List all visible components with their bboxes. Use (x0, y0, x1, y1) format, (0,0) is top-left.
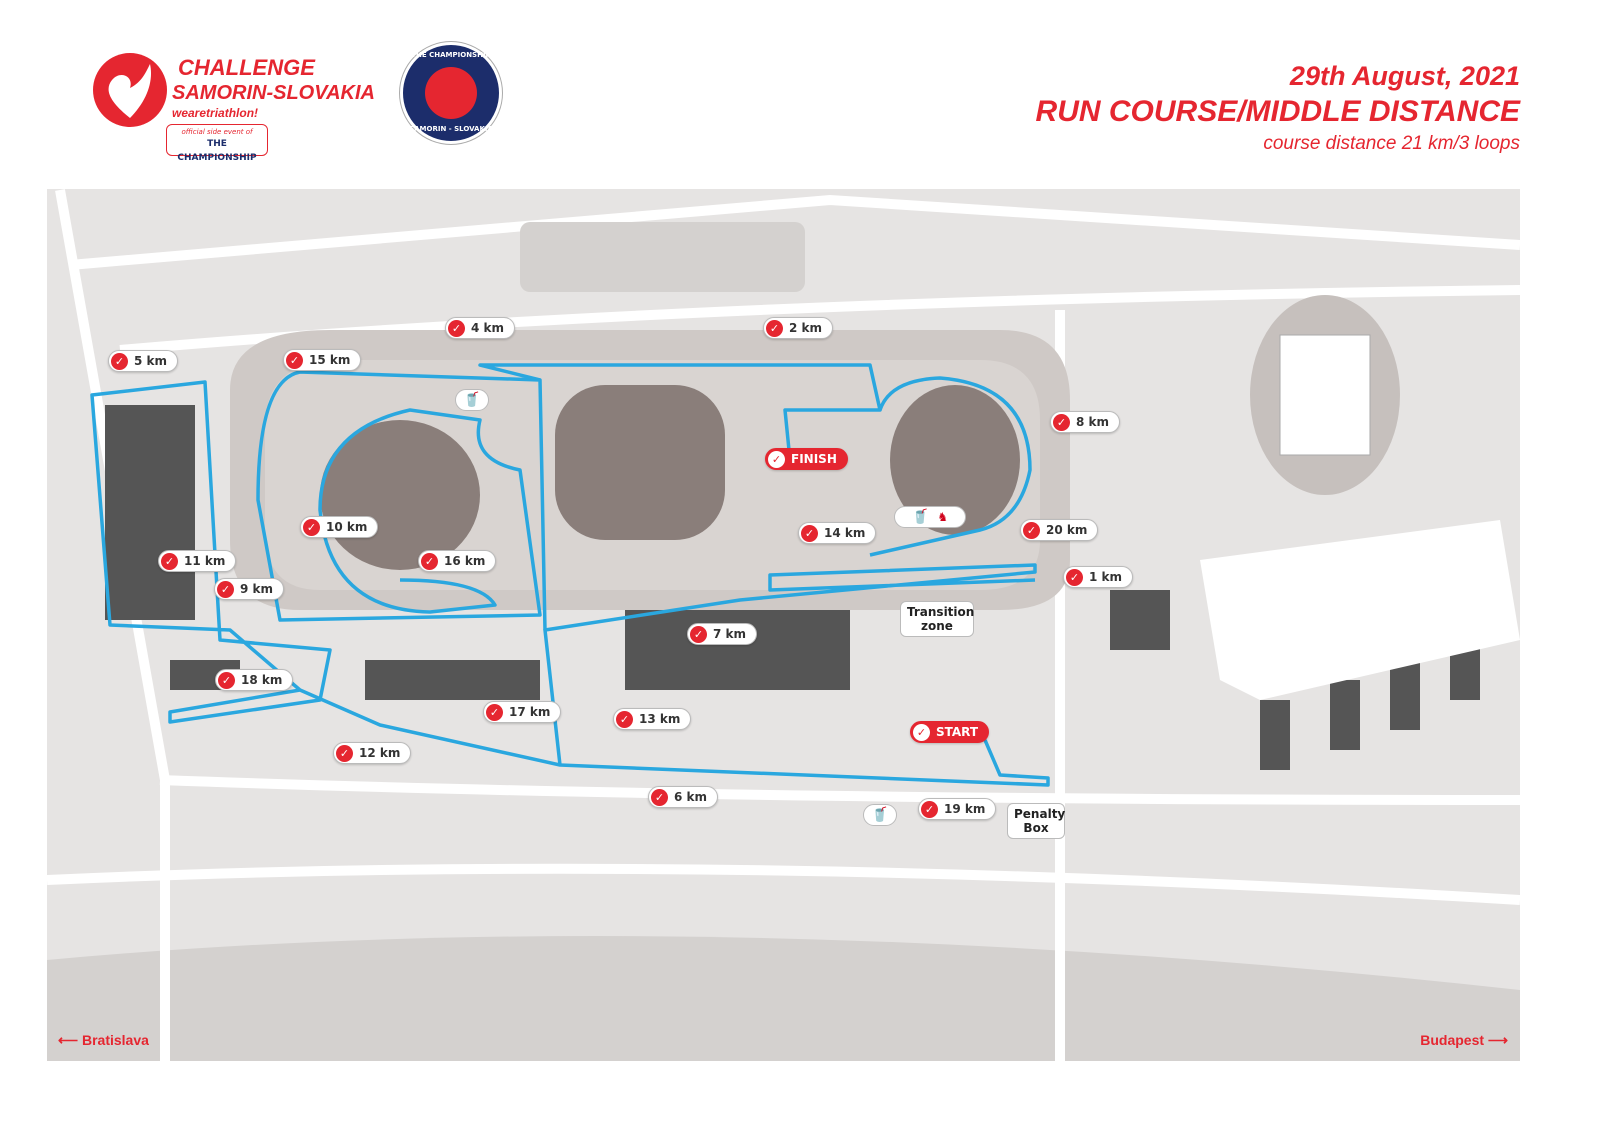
heart-logo-icon (93, 53, 167, 127)
water-cup-icon: 🥤 (863, 804, 897, 826)
official-badge: official side event of THE CHAMPIONSHIP (166, 124, 268, 163)
marker-label: 1 km (1089, 570, 1123, 584)
badge-big-text: THE CHAMPIONSHIP (177, 139, 257, 163)
marker-label: 8 km (1076, 415, 1110, 429)
header-titles: 29th August, 2021 RUN COURSE/MIDDLE DIST… (1036, 60, 1520, 156)
championship-seal: THE CHAMPIONSHIP SAMORIN - SLOVAKIA (400, 42, 502, 144)
logo-line3: wearetriathlon! (172, 106, 259, 120)
marker-label: 13 km (639, 712, 681, 726)
direction-label: Bratislava (81, 1032, 149, 1048)
parking (520, 222, 805, 292)
marker-label: 5 km (134, 354, 168, 368)
challenge-heart-icon: ✓ (766, 319, 783, 337)
challenge-heart-icon: ✓ (1053, 413, 1070, 431)
marker-11km: ✓ 11 km (158, 550, 237, 572)
logo-line1: CHALLENGE (178, 55, 315, 80)
marker-label: 14 km (824, 526, 866, 540)
challenge-heart-icon: ✓ (801, 524, 818, 542)
marker-20km: ✓ 20 km (1020, 519, 1099, 541)
badge-small-text: official side event of (181, 128, 253, 136)
seal-bottom-text: SAMORIN - SLOVAKIA (409, 125, 493, 133)
challenge-heart-icon: ✓ (486, 703, 503, 721)
challenge-heart-icon: ✓ (421, 552, 438, 570)
challenge-logo: CHALLENGE SAMORIN-SLOVAKIA wearetriathlo… (90, 48, 380, 163)
arrow-right-icon: ⟶ (1484, 1032, 1508, 1048)
marker-label: 12 km (359, 746, 401, 760)
marker-label: 11 km (184, 554, 226, 568)
challenge-heart-icon: ✓ (1066, 568, 1083, 586)
arena-3 (890, 385, 1020, 535)
marker-label: 17 km (509, 705, 551, 719)
marker-label: 4 km (471, 321, 505, 335)
marker-label: 6 km (674, 790, 708, 804)
marker-13km: ✓ 13 km (613, 708, 692, 730)
course-title: RUN COURSE/MIDDLE DISTANCE (1035, 95, 1520, 128)
course-subtitle: course distance 21 km/3 loops (1263, 133, 1520, 154)
arrow-left-icon: ⟵ (58, 1032, 82, 1048)
logo-line2: SAMORIN-SLOVAKIA (172, 82, 375, 104)
arena-2 (555, 385, 725, 540)
marker-15km: ✓ 15 km (283, 349, 362, 371)
marker-label: 19 km (944, 802, 986, 816)
challenge-heart-icon: ✓ (921, 800, 938, 818)
marker-label: 10 km (326, 520, 368, 534)
challenge-heart-icon: ✓ (218, 671, 235, 689)
challenge-heart-icon: ✓ (217, 580, 234, 598)
event-date: 29th August, 2021 (1289, 61, 1520, 91)
challenge-heart-icon: ✓ (616, 710, 633, 728)
marker-19km: ✓ 19 km (918, 798, 997, 820)
course-map (47, 189, 1520, 1061)
marker-9km: ✓ 9 km (214, 578, 285, 600)
marker-8km: ✓ 8 km (1050, 411, 1121, 433)
direction-label: Budapest (1420, 1032, 1485, 1048)
challenge-heart-icon: ✓ (913, 723, 930, 741)
marker-7km: ✓ 7 km (687, 623, 758, 645)
run-route (90, 363, 1050, 787)
challenge-heart-icon: ✓ (111, 352, 128, 370)
marker-label: START (936, 725, 979, 739)
water-cup-icon: 🥤♞ (894, 506, 966, 528)
marker-1km: ✓ 1 km (1063, 566, 1134, 588)
marker-10km: ✓ 10 km (300, 516, 379, 538)
marker-18km: ✓ 18 km (215, 669, 294, 691)
marker-finish: ✓ FINISH (765, 448, 848, 470)
challenge-heart-icon: ✓ (448, 319, 465, 337)
marker-14km: ✓ 14 km (798, 522, 877, 544)
marker-start: ✓ START (910, 721, 990, 743)
challenge-heart-icon: ✓ (286, 351, 303, 369)
marker-label: 15 km (309, 353, 351, 367)
roads (47, 189, 1520, 1061)
challenge-heart-icon: ✓ (336, 744, 353, 762)
direction-bratislava: ⟵ Bratislava (58, 1032, 149, 1049)
marker-label: 7 km (713, 627, 747, 641)
marker-6km: ✓ 6 km (648, 786, 719, 808)
marker-label: 2 km (789, 321, 823, 335)
red-bull-icon: ♞ (937, 510, 949, 524)
marker-5km: ✓ 5 km (108, 350, 179, 372)
marker-label: 16 km (444, 554, 486, 568)
marker-label: 18 km (241, 673, 283, 687)
direction-budapest: Budapest ⟶ (1420, 1032, 1508, 1049)
challenge-heart-icon: ✓ (768, 450, 785, 468)
marker-label: 20 km (1046, 523, 1088, 537)
marker-4km: ✓ 4 km (445, 317, 516, 339)
river-bank (47, 936, 1520, 1061)
penalty-box-label: Penalty Box (1007, 803, 1065, 839)
marker-12km: ✓ 12 km (333, 742, 412, 764)
marker-17km: ✓ 17 km (483, 701, 562, 723)
water-cup-icon: 🥤 (455, 389, 489, 411)
marker-label: 9 km (240, 582, 274, 596)
challenge-heart-icon: ✓ (651, 788, 668, 806)
challenge-heart-icon: ✓ (690, 625, 707, 643)
marker-16km: ✓ 16 km (418, 550, 497, 572)
challenge-heart-icon: ✓ (303, 518, 320, 536)
seal-top-text: THE CHAMPIONSHIP (411, 51, 491, 59)
challenge-heart-icon: ✓ (161, 552, 178, 570)
marker-2km: ✓ 2 km (763, 317, 834, 339)
transition-zone-label: Transition zone (900, 601, 974, 637)
marker-label: FINISH (791, 452, 837, 466)
challenge-heart-icon: ✓ (1023, 521, 1040, 539)
